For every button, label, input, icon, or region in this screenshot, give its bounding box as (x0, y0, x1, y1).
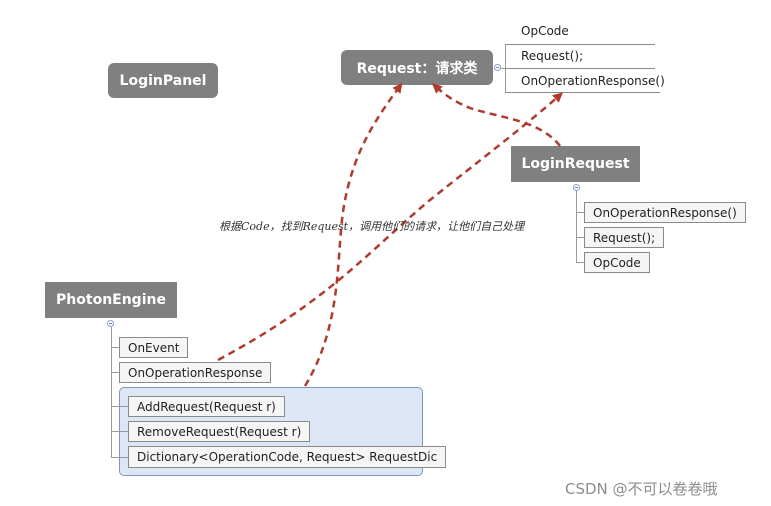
login-panel-label: LoginPanel (119, 72, 207, 89)
login-panel-node: LoginPanel (108, 63, 218, 98)
login-request-tree-line (576, 212, 584, 213)
watermark: CSDN @不可以卷卷哦 (565, 480, 718, 498)
photon-engine-member: RemoveRequest(Request r) (128, 421, 311, 442)
photon-engine-member: Dictionary<OperationCode, Request> Reque… (128, 446, 447, 468)
login-request-tree-line (576, 237, 584, 238)
photon-engine-tree-line (111, 457, 128, 458)
login-request-tree-line (576, 191, 577, 263)
arrow-photonengine-group-to-request (303, 82, 403, 387)
request-class-node: Request：请求类 (341, 50, 493, 85)
photon-engine-member: AddRequest(Request r) (128, 396, 285, 417)
request-member-opcode: OpCode (521, 24, 569, 38)
login-request-label: LoginRequest (521, 156, 630, 172)
arrow-loginrequest-to-request (432, 83, 561, 147)
photon-engine-tree-line (111, 406, 128, 407)
login-request-member: Request(); (584, 227, 665, 248)
request-connector-line (500, 68, 506, 69)
login-request-tree-line (576, 262, 584, 263)
photon-engine-tree-line (111, 347, 119, 348)
photon-engine-tree-line (111, 372, 119, 373)
photon-engine-tree-line (111, 327, 112, 457)
photon-engine-tree-line (111, 431, 128, 432)
photon-engine-node: PhotonEngine (45, 282, 177, 318)
request-collapse-icon[interactable] (494, 64, 501, 71)
annotation-text: 根据Code，找到Request，调用他们的请求，让他们自己处理 (219, 220, 525, 233)
login-request-member: OpCode (584, 252, 650, 273)
photon-engine-collapse-icon[interactable] (107, 320, 114, 327)
photon-engine-label: PhotonEngine (56, 292, 166, 308)
photon-engine-member: OnOperationResponse (119, 362, 272, 383)
login-request-collapse-icon[interactable] (573, 184, 580, 191)
login-request-node: LoginRequest (511, 146, 640, 182)
request-member-request: Request(); (521, 49, 584, 63)
request-class-label: Request：请求类 (356, 60, 478, 77)
request-member-onoperationresponse: OnOperationResponse() (521, 74, 665, 88)
arrow-onoperationresponse-to-request (217, 92, 564, 362)
request-member-underline (505, 68, 655, 69)
photon-engine-member: OnEvent (119, 337, 189, 358)
request-member-underline (505, 92, 660, 93)
login-request-member: OnOperationResponse() (584, 202, 746, 223)
request-member-underline (505, 44, 655, 45)
